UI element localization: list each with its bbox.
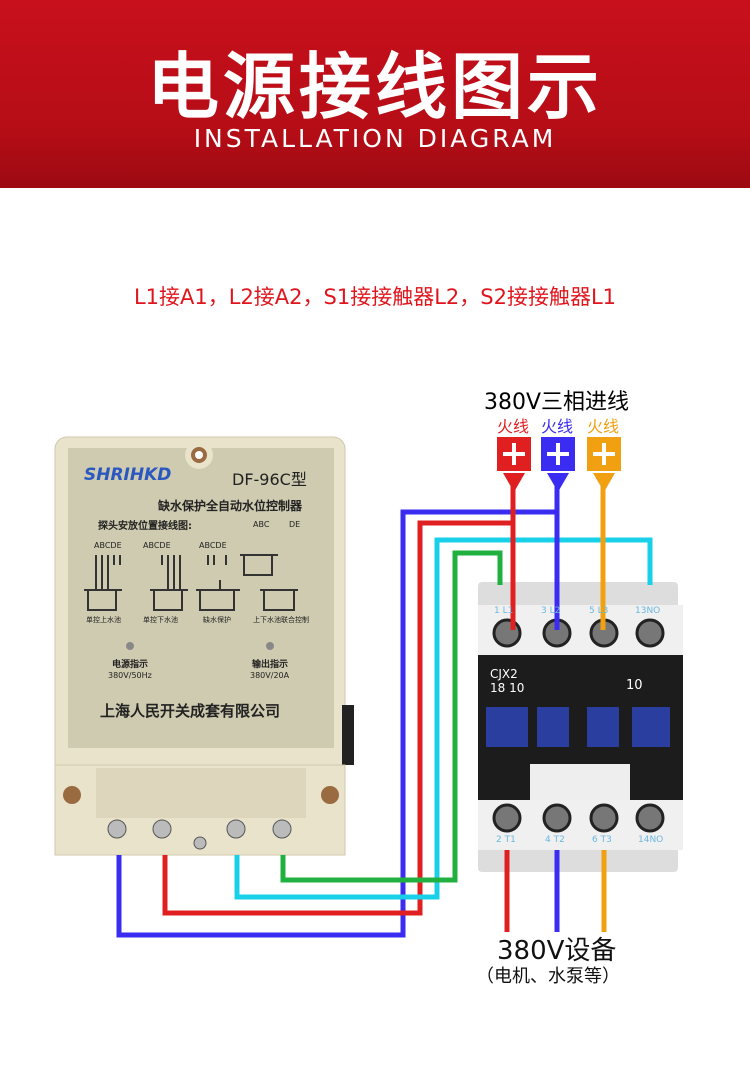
- wire-blue-loop: [116, 509, 557, 938]
- output-spec: 380V/20A: [250, 671, 290, 680]
- phase-label: 火线: [497, 417, 530, 436]
- output-label: 输出指示: [252, 660, 289, 670]
- mode-label: 单控下水池: [143, 616, 178, 624]
- terminal-label: 4 T2: [545, 835, 565, 845]
- wire-red-loop: [162, 520, 513, 916]
- header-banner: [0, 0, 750, 188]
- probe-letters: ABC: [253, 520, 270, 529]
- terminal-label: 2 T1: [496, 835, 516, 845]
- mode-label: 缺水保护: [203, 616, 231, 624]
- page-title: 电源接线图示: [146, 45, 603, 129]
- phase-label: 火线: [541, 417, 574, 436]
- brand-logo: SHRIHKD: [84, 465, 172, 485]
- model-label: DF-96C型: [232, 470, 307, 489]
- terminal-label: 1 L1: [494, 606, 514, 616]
- probe-title: 探头安放位置接线图:: [98, 521, 192, 532]
- probe-letters: DE: [289, 520, 301, 529]
- phase-label: 火线: [587, 417, 620, 436]
- contactor-code: 10: [626, 678, 643, 693]
- terminal-label: 13NO: [635, 606, 661, 616]
- load-label: 380V设备: [497, 936, 617, 966]
- page-subtitle: INSTALLATION DIAGRAM: [193, 124, 557, 153]
- wire-cyan: [234, 537, 653, 900]
- power-label: 电源指示: [112, 660, 149, 670]
- supply-plugs: [497, 437, 621, 492]
- terminal-label: 3 L2: [541, 606, 561, 616]
- terminal-label: 6 T3: [592, 835, 612, 845]
- terminal-label: 5 L3: [589, 606, 609, 616]
- probe-letters: ABCDE: [143, 541, 171, 550]
- wiring-note: L1接A1，L2接A2，S1接接触器L2，S2接接触器L1: [133, 285, 617, 309]
- supply-label: 380V三相进线: [484, 390, 630, 415]
- mount-hole: [321, 786, 339, 804]
- output-led: [266, 642, 274, 650]
- mount-hole: [63, 786, 81, 804]
- power-spec: 380V/50Hz: [108, 671, 152, 680]
- probe-letters: ABCDE: [94, 541, 122, 550]
- mode-label: 单控上水池: [86, 616, 121, 624]
- product-name: 缺水保护全自动水位控制器: [158, 499, 303, 513]
- probe-letters: ABCDE: [199, 541, 227, 550]
- mode-label: 上下水池联合控制: [253, 616, 309, 624]
- manufacturer: 上海人民开关成套有限公司: [100, 702, 281, 720]
- load-sublabel: （电机、水泵等）: [476, 966, 620, 987]
- power-led: [126, 642, 134, 650]
- wire-green: [280, 550, 503, 883]
- terminal-label: 14NO: [638, 835, 664, 845]
- side-switch: [342, 705, 354, 765]
